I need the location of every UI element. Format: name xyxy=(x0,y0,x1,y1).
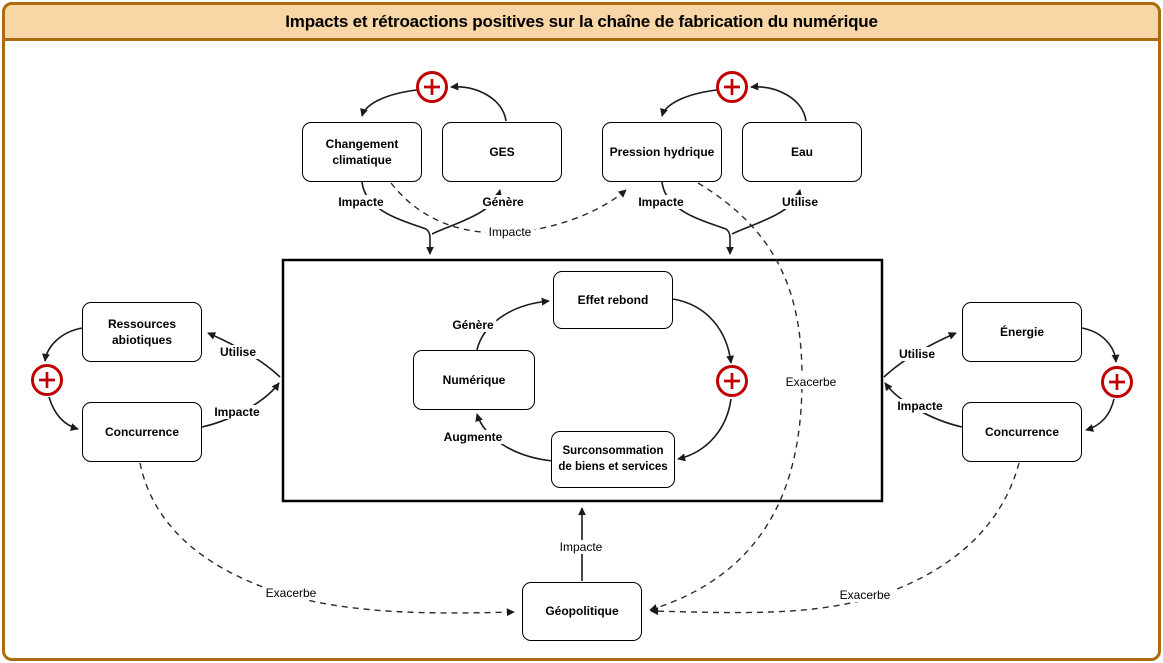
edge-energie-to-plus xyxy=(1081,327,1120,363)
edge-label-exacerbe-milieu: Exacerbe xyxy=(782,375,840,389)
edge-changement-impacte-pression xyxy=(390,182,627,234)
edge-plus-to-changement xyxy=(360,89,418,117)
edge-concurrence-droite-exacerbe-geopolitique xyxy=(650,462,1020,616)
plus-feedback-icon-right xyxy=(1101,366,1133,398)
edge-eau-to-plus xyxy=(750,82,807,122)
node-geopolitique: Géopolitique xyxy=(522,582,642,641)
edge-pression-impacte-central xyxy=(661,181,734,255)
edge-label-impacte-gauche: Impacte xyxy=(211,405,263,419)
node-numerique: Numérique xyxy=(413,350,535,410)
node-surconsommation: Surconsommation de biens et services xyxy=(551,431,675,488)
edge-plus-to-pression xyxy=(660,89,718,117)
node-eau: Eau xyxy=(742,122,862,182)
edge-plus-to-surconsommation xyxy=(677,398,732,462)
edge-label-genere-ges: Génère xyxy=(479,195,527,209)
edge-effet-rebond-to-plus xyxy=(672,298,735,364)
plus-feedback-icon-top-right xyxy=(716,71,748,103)
edge-ges-to-plus xyxy=(450,82,507,122)
edge-label-utilise-gauche: Utilise xyxy=(216,345,260,359)
node-ges: GES xyxy=(442,122,562,182)
edge-label-augmente-centre: Augmente xyxy=(440,430,506,444)
node-energie: Énergie xyxy=(962,302,1082,362)
node-ressources-abiotiques: Ressources abiotiques xyxy=(82,302,202,362)
edge-surconsommation-augmente-numerique xyxy=(475,413,554,462)
page-title: Impacts et rétroactions positives sur la… xyxy=(285,11,878,31)
edge-label-impacte-droite: Impacte xyxy=(894,399,946,413)
edge-label-impacte-changement: Impacte xyxy=(335,195,387,209)
edge-label-genere-centre: Génère xyxy=(449,318,497,332)
edge-label-impacte-geopolitique: Impacte xyxy=(556,540,606,554)
plus-feedback-icon-top-left xyxy=(416,71,448,103)
edge-label-exacerbe-droite: Exacerbe xyxy=(836,588,894,602)
plus-feedback-icon-left xyxy=(31,364,63,396)
edge-numerique-genere-effet-rebond xyxy=(476,297,550,351)
title-bar: Impacts et rétroactions positives sur la… xyxy=(2,2,1161,41)
node-pression-hydrique: Pression hydrique xyxy=(602,122,722,182)
edge-changement-impacte-central xyxy=(361,181,434,255)
node-effet-rebond: Effet rebond xyxy=(553,271,673,329)
edge-label-utilise-eau: Utilise xyxy=(778,195,822,209)
node-concurrence-droite: Concurrence xyxy=(962,402,1082,462)
edge-label-exacerbe-gauche: Exacerbe xyxy=(262,586,320,600)
edge-ressources-to-plus xyxy=(42,327,83,362)
plus-feedback-icon-center xyxy=(716,365,748,397)
edge-label-utilise-droite: Utilise xyxy=(895,347,939,361)
node-concurrence-gauche: Concurrence xyxy=(82,402,202,462)
edge-plus-to-concurrence-gauche xyxy=(48,396,79,431)
edge-plus-to-concurrence-droite xyxy=(1085,398,1115,432)
edge-label-impacte-pression: Impacte xyxy=(635,195,687,209)
node-changement-climatique: Changement climatique xyxy=(302,122,422,182)
edge-label-impacte-dashed: Impacte xyxy=(485,225,535,239)
